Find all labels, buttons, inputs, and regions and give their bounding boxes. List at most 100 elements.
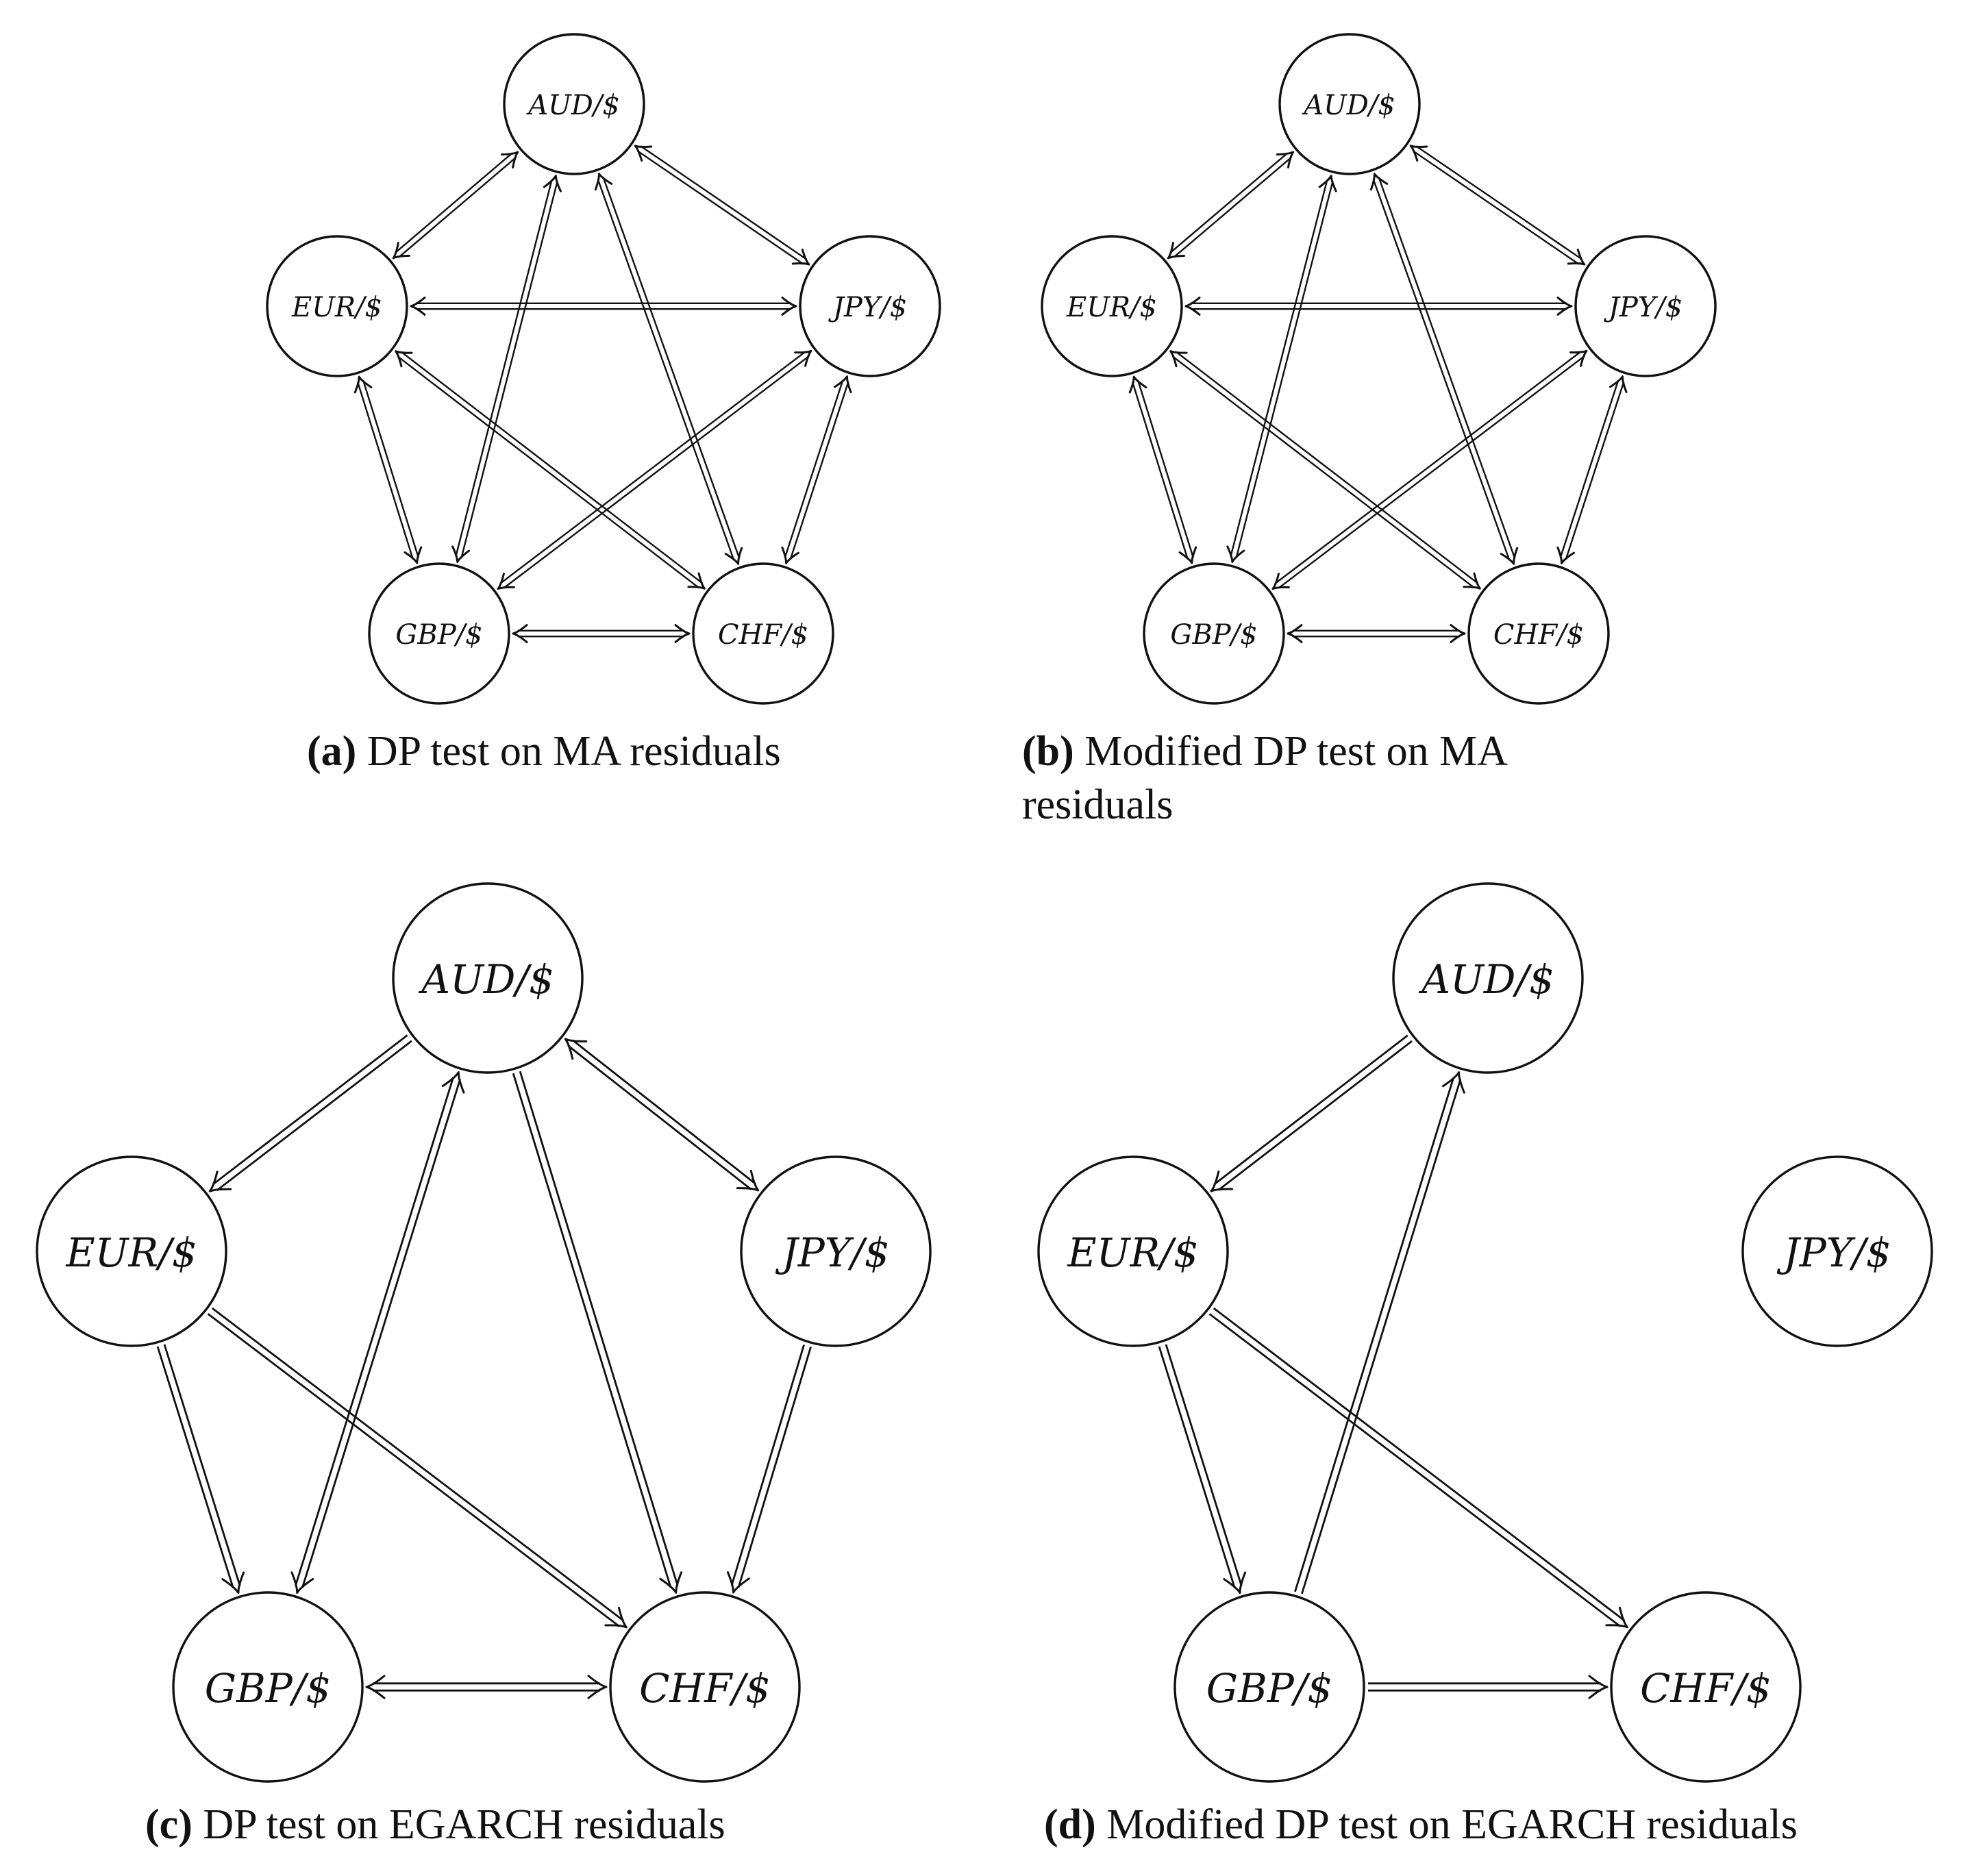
caption-d-letter: (d) bbox=[1044, 1801, 1096, 1848]
caption-b-line2: residuals bbox=[1022, 781, 1174, 828]
edge-b-aud-gbp-line-2 bbox=[1230, 179, 1328, 557]
edge-b-eur-gbp-head-start bbox=[1128, 375, 1147, 394]
edge-a-jpy-gbp-line-1 bbox=[503, 355, 810, 589]
edge-b-eur-jpy-head-start bbox=[1184, 297, 1201, 316]
edge-b-jpy-gbp bbox=[1271, 349, 1588, 590]
edge-a-aud-chf bbox=[594, 173, 743, 565]
edge-c-jpy-chf bbox=[726, 1345, 812, 1594]
caption-b-text: Modified DP test on MA bbox=[1084, 728, 1508, 775]
node-d-eur-circle bbox=[1037, 1155, 1229, 1347]
edge-a-jpy-chf-line-1 bbox=[789, 382, 849, 560]
node-b-chf-circle bbox=[1467, 562, 1610, 705]
edge-c-eur-gbp bbox=[156, 1344, 245, 1594]
node-a-chf-circle bbox=[692, 562, 834, 705]
edge-d-eur-gbp-line-1 bbox=[1165, 1344, 1243, 1586]
panel-c-nodes: AUD/$ EUR/$ JPY/$ GBP/$ CHF/$ bbox=[36, 882, 932, 1783]
edge-b-aud-eur bbox=[1167, 151, 1295, 260]
node-c-eur-circle bbox=[36, 1155, 227, 1347]
node-c-chf: CHF/$ bbox=[609, 1591, 801, 1783]
edge-a-aud-jpy-line-1 bbox=[640, 145, 808, 260]
edge-c-aud-gbp-line-2 bbox=[295, 1077, 455, 1586]
panel-b-edges bbox=[1128, 145, 1628, 643]
edge-c-aud-chf-head-end bbox=[659, 1571, 683, 1594]
edge-b-jpy-chf bbox=[1556, 375, 1628, 564]
node-c-gbp-label: GBP/$ bbox=[205, 1665, 331, 1712]
edge-b-eur-chf-line-1 bbox=[1176, 351, 1479, 584]
node-a-gbp: GBP/$ bbox=[368, 562, 510, 705]
edge-d-gbp-chf bbox=[1368, 1675, 1609, 1699]
edge-b-eur-gbp-head-end bbox=[1178, 546, 1197, 564]
node-b-eur-circle bbox=[1041, 235, 1183, 377]
node-b-aud: AUD/$ bbox=[1278, 33, 1421, 175]
edge-c-eur-gbp-line-2 bbox=[156, 1346, 234, 1588]
edge-a-aud-eur-line-1 bbox=[398, 156, 517, 258]
edge-c-aud-eur-line-1 bbox=[216, 1040, 412, 1192]
caption-a: (a) DP test on MA residuals bbox=[307, 725, 923, 778]
node-a-jpy-circle bbox=[799, 235, 941, 377]
node-d-jpy-circle bbox=[1741, 1155, 1933, 1347]
edge-a-jpy-gbp-head-end bbox=[497, 573, 515, 590]
edge-c-gbp-chf-head-end bbox=[587, 1675, 608, 1699]
edge-b-eur-jpy bbox=[1184, 297, 1573, 316]
edge-a-aud-eur-head-end bbox=[392, 242, 410, 260]
node-a-aud-circle bbox=[503, 33, 645, 175]
edge-d-eur-chf-line-2 bbox=[1208, 1313, 1621, 1627]
node-c-gbp-circle bbox=[172, 1591, 364, 1783]
edge-a-aud-chf-head-start bbox=[594, 173, 613, 191]
caption-a-letter: (a) bbox=[307, 728, 357, 775]
panel-d-diagram: AUD/$EUR/$JPY/$GBP/$CHF/$ bbox=[1037, 882, 1933, 1783]
node-b-jpy-circle bbox=[1574, 235, 1717, 377]
edge-b-eur-gbp-line-2 bbox=[1132, 382, 1189, 560]
edge-a-aud-gbp-line-2 bbox=[455, 179, 553, 557]
edge-b-aud-gbp-head-end bbox=[1226, 545, 1245, 563]
edge-a-eur-jpy-head-start bbox=[410, 297, 426, 316]
node-a-eur-label: EUR/$ bbox=[291, 292, 382, 323]
panel-a-diagram: AUD/$EUR/$JPY/$GBP/$CHF/$ bbox=[266, 33, 941, 705]
caption-c: (c) DP test on EGARCH residuals bbox=[145, 1798, 899, 1851]
edge-b-jpy-gbp-line-1 bbox=[1278, 355, 1585, 589]
edge-d-eur-gbp-line-2 bbox=[1158, 1346, 1236, 1588]
edge-d-aud-eur bbox=[1210, 1034, 1413, 1192]
panel-d-nodes: AUD/$EUR/$JPY/$GBP/$CHF/$ bbox=[1037, 882, 1933, 1783]
edge-c-aud-gbp bbox=[290, 1071, 465, 1594]
caption-b: (b) Modified DP test on MA residuals bbox=[1022, 725, 1729, 831]
panel-b-nodes: AUD/$EUR/$JPY/$GBP/$CHF/$ bbox=[1041, 33, 1717, 705]
node-d-gbp-circle bbox=[1174, 1591, 1365, 1783]
node-a-eur: EUR/$ bbox=[266, 235, 408, 377]
edge-b-aud-jpy-line-2 bbox=[1412, 150, 1580, 265]
edge-a-aud-jpy-line-2 bbox=[636, 150, 804, 265]
node-c-jpy-label: JPY/$ bbox=[775, 1229, 889, 1276]
node-a-jpy-label: JPY/$ bbox=[828, 292, 907, 323]
edge-d-gbp-aud bbox=[1294, 1071, 1465, 1594]
edge-a-eur-gbp-head-start bbox=[353, 375, 373, 394]
edge-d-gbp-aud-line-1 bbox=[1294, 1077, 1455, 1592]
edge-c-aud-chf bbox=[512, 1071, 683, 1594]
node-b-gbp: GBP/$ bbox=[1143, 562, 1285, 705]
edge-b-gbp-chf-head-start bbox=[1287, 624, 1303, 643]
node-a-jpy: JPY/$ bbox=[799, 235, 941, 377]
panel-c-diagram: AUD/$ EUR/$ JPY/$ GBP/$ CHF/$ bbox=[36, 882, 932, 1783]
edge-b-eur-chf-head-start bbox=[1169, 350, 1188, 368]
panel-b-diagram: AUD/$EUR/$JPY/$GBP/$CHF/$ bbox=[1041, 33, 1717, 705]
node-b-gbp-label: GBP/$ bbox=[1170, 619, 1257, 651]
node-b-aud-circle bbox=[1278, 33, 1421, 175]
edge-d-eur-gbp bbox=[1158, 1344, 1247, 1594]
edge-b-jpy-gbp-head-end bbox=[1271, 573, 1290, 590]
edge-c-aud-jpy-head-end bbox=[736, 1169, 760, 1192]
edge-b-aud-chf-line-1 bbox=[1378, 177, 1516, 559]
node-d-eur-label: EUR/$ bbox=[1067, 1229, 1198, 1276]
edge-a-aud-gbp bbox=[451, 175, 562, 563]
edge-a-jpy-chf-head-start bbox=[834, 375, 852, 394]
panel-d-edges bbox=[1158, 1034, 1628, 1699]
node-c-eur-label: EUR/$ bbox=[65, 1229, 197, 1276]
node-c-aud-label: AUD/$ bbox=[418, 956, 554, 1003]
edge-b-eur-gbp-line-1 bbox=[1137, 380, 1194, 558]
edge-a-aud-eur-line-2 bbox=[395, 152, 513, 254]
edge-c-jpy-chf-line-1 bbox=[737, 1347, 812, 1588]
edge-c-eur-gbp-head-end bbox=[221, 1571, 245, 1594]
edge-a-aud-chf-line-2 bbox=[597, 179, 735, 561]
node-d-aud-circle bbox=[1392, 882, 1584, 1074]
edge-c-aud-chf-line-2 bbox=[512, 1073, 672, 1588]
edge-a-eur-chf-line-1 bbox=[401, 351, 704, 584]
